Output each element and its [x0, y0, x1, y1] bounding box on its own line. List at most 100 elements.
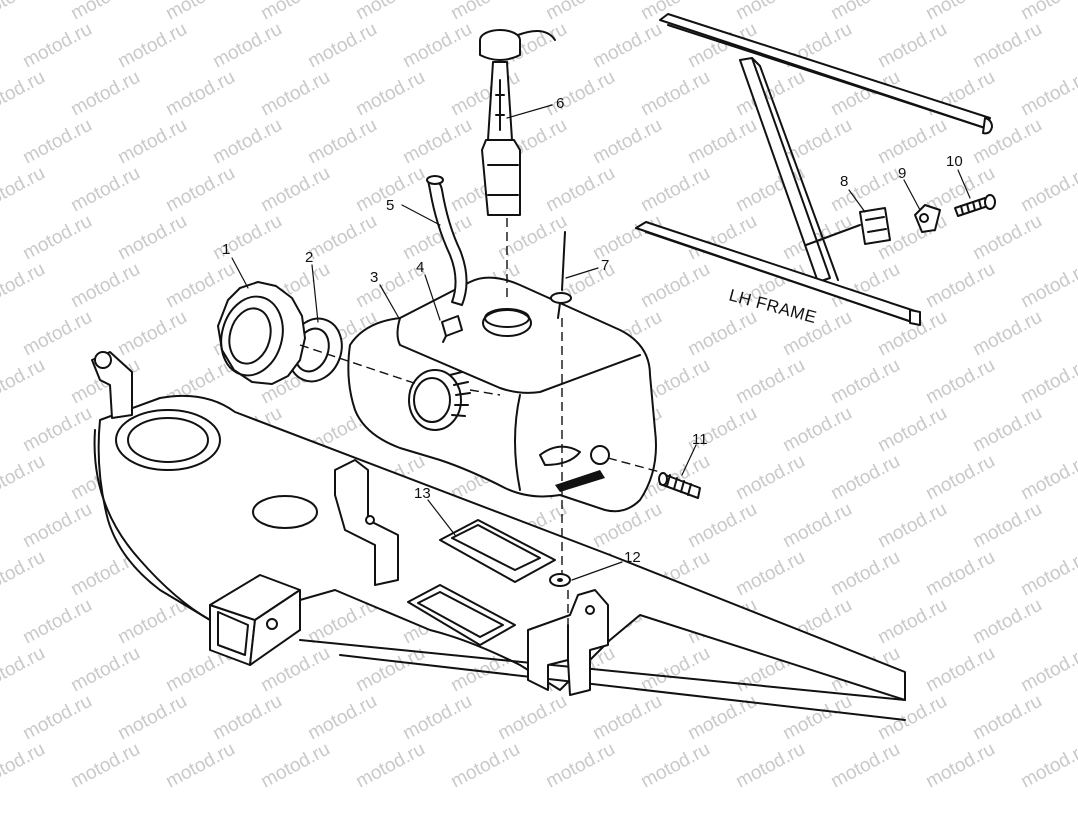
callout-7: 7 [601, 257, 609, 274]
watermark-text: motod.ru [969, 691, 1045, 745]
watermark-text: motod.ru [304, 211, 380, 265]
watermark-text: motod.ru [0, 643, 49, 697]
watermark-text: motod.ru [257, 0, 333, 24]
watermark-text: motod.ru [922, 259, 998, 313]
watermark-text: motod.ru [67, 67, 143, 121]
watermark-text: motod.ru [1017, 0, 1078, 24]
watermark-text: motod.ru [114, 307, 190, 361]
watermark-text: motod.ru [304, 691, 380, 745]
watermark-text: motod.ru [0, 547, 49, 601]
watermark-text: motod.ru [399, 115, 475, 169]
watermark-text: motod.ru [352, 739, 428, 793]
watermark-text: motod.ru [1017, 643, 1078, 697]
watermark-text: motod.ru [969, 499, 1045, 553]
watermark-text: motod.ru [542, 739, 618, 793]
watermark-text: motod.ru [257, 739, 333, 793]
watermark-text: motod.ru [589, 19, 665, 73]
watermark-text: motod.ru [684, 499, 760, 553]
watermark-text: motod.ru [399, 19, 475, 73]
bolt-leader [607, 457, 661, 473]
watermark-text: motod.ru [67, 739, 143, 793]
watermark-text: motod.ru [779, 115, 855, 169]
watermark-text: motod.ru [399, 691, 475, 745]
watermark-text: motod.ru [0, 115, 1, 169]
watermark-text: motod.ru [0, 739, 49, 793]
washer [549, 573, 571, 587]
watermark-text: motod.ru [589, 115, 665, 169]
watermark-text: motod.ru [637, 259, 713, 313]
watermark-text: motod.ru [922, 0, 998, 24]
watermark-text: motod.ru [209, 115, 285, 169]
watermark-text: motod.ru [257, 163, 333, 217]
watermark-text: motod.ru [304, 19, 380, 73]
watermark-text: motod.ru [1017, 259, 1078, 313]
watermark-text: motod.ru [0, 19, 1, 73]
watermark-text: motod.ru [637, 67, 713, 121]
watermark-text: motod.ru [0, 211, 1, 265]
watermark-text: motod.ru [0, 355, 49, 409]
watermark-text: motod.ru [0, 499, 1, 553]
clamp-screw [954, 194, 996, 217]
watermark-text: motod.ru [67, 0, 143, 24]
watermark-text: motod.ru [114, 691, 190, 745]
watermark-text: motod.ru [114, 595, 190, 649]
watermark-text: motod.ru [779, 403, 855, 457]
watermark-text: motod.ru [494, 211, 570, 265]
watermark-text: motod.ru [684, 307, 760, 361]
callout-3: 3 [370, 269, 378, 286]
watermark-text: motod.ru [779, 499, 855, 553]
watermark-text: motod.ru [1017, 355, 1078, 409]
watermark-text: motod.ru [19, 499, 95, 553]
watermark-text: motod.ru [542, 0, 618, 24]
watermark-text: motod.ru [447, 739, 523, 793]
watermark-text: motod.ru [447, 0, 523, 24]
watermark-text: motod.ru [542, 163, 618, 217]
watermark-text: motod.ru [732, 355, 808, 409]
watermark-text: motod.ru [1017, 451, 1078, 505]
vent-fitting [441, 315, 463, 343]
watermark-text: motod.ru [732, 739, 808, 793]
watermark-text: motod.ru [0, 307, 1, 361]
watermark-text: motod.ru [969, 307, 1045, 361]
watermark-text: motod.ru [67, 163, 143, 217]
watermark-text: motod.ru [922, 643, 998, 697]
watermark-text: motod.ru [1017, 67, 1078, 121]
watermark-text: motod.ru [114, 115, 190, 169]
watermark-text: motod.ru [589, 691, 665, 745]
vent-hose [426, 175, 468, 306]
watermark-text: motod.ru [304, 115, 380, 169]
callout-10: 10 [946, 153, 963, 170]
watermark-text: motod.ru [922, 355, 998, 409]
fuel-cap [217, 281, 306, 385]
watermark-text: motod.ru [874, 403, 950, 457]
decal [439, 519, 556, 583]
callout-9: 9 [898, 165, 906, 182]
watermark-text: motod.ru [874, 115, 950, 169]
watermark-text: motod.ru [684, 115, 760, 169]
watermark-text: motod.ru [922, 451, 998, 505]
watermark-text: motod.ru [827, 0, 903, 24]
watermark-text: motod.ru [1017, 163, 1078, 217]
watermark-text: motod.ru [494, 691, 570, 745]
watermark-text: motod.ru [827, 451, 903, 505]
neck-leader [469, 389, 501, 396]
watermark-text: motod.ru [0, 691, 1, 745]
watermark-text: motod.ru [67, 259, 143, 313]
watermark-text: motod.ru [114, 211, 190, 265]
watermark-text: motod.ru [352, 67, 428, 121]
watermark-text: motod.ru [352, 0, 428, 24]
watermark-text: motod.ru [542, 67, 618, 121]
watermark-text: motod.ru [0, 0, 49, 24]
watermark-text: motod.ru [162, 0, 238, 24]
watermark-text: motod.ru [732, 0, 808, 24]
watermark-text: motod.ru [969, 403, 1045, 457]
watermark-text: motod.ru [67, 643, 143, 697]
callout-5: 5 [386, 197, 394, 214]
callout-8: 8 [840, 173, 848, 190]
mount-bolt [658, 472, 701, 499]
fuel-tank [347, 276, 657, 513]
watermark-text: motod.ru [969, 595, 1045, 649]
watermark-text: motod.ru [162, 163, 238, 217]
watermark-text: motod.ru [209, 211, 285, 265]
